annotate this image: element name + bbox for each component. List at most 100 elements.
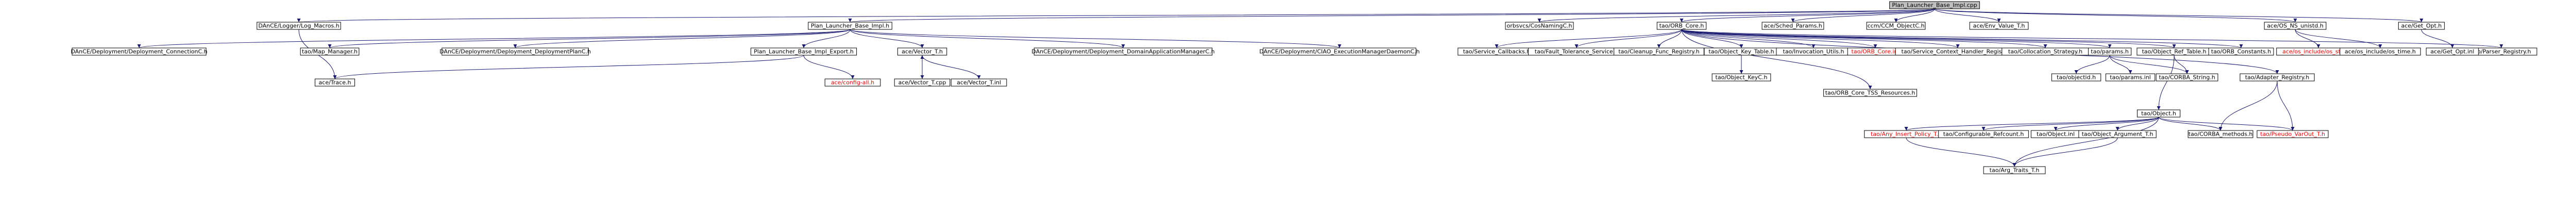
node-ccmobject[interactable]: ccm/CCM_ObjectC.h: [1866, 22, 1926, 30]
node-objecth[interactable]: tao/Object.h: [2137, 109, 2181, 118]
edge-root-to-cosnaming: [1537, 8, 1935, 23]
node-objkeytable[interactable]: tao/Object_Key_Table.h: [1704, 47, 1779, 56]
edge-root-to-schedparams: [1791, 8, 1935, 23]
node-collocation[interactable]: tao/Collocation_Strategy.h: [2002, 47, 2089, 56]
node-box: [750, 47, 857, 56]
node-box: [2340, 47, 2421, 56]
node-vectort[interactable]: ace/Vector_T.h: [897, 47, 947, 56]
node-box: [1263, 47, 1416, 56]
edge-objreftable-to-corbastring: [2174, 55, 2189, 74]
node-box: [2426, 47, 2479, 56]
node-label: tao/CORBA_String.h: [2159, 74, 2215, 81]
node-ciaoexec[interactable]: DAnCE/Deployment/CIAO_ExecutionManagerDa…: [1259, 47, 1420, 56]
node-objectargument[interactable]: tao/Object_Argument_T.h: [2078, 130, 2157, 138]
node-label: ace/Get_Opt.inl: [2431, 48, 2475, 55]
node-cleanupfunc[interactable]: tao/Cleanup_Func_Registry.h: [1614, 47, 1704, 56]
node-osincludetime[interactable]: ace/os_include/os_time.h: [2340, 47, 2421, 56]
edge-orbcore-to-orbconstants: [1681, 29, 2243, 48]
edge-objreftable-to-objecth: [2157, 55, 2175, 110]
node-box: [1711, 73, 1771, 81]
node-label: ace/Vector_T.h: [902, 48, 943, 55]
node-cosnaming[interactable]: orbsvcs/CosNamingC.h: [1505, 22, 1574, 30]
node-envvalue[interactable]: ace/Env_Value_T.h: [1969, 22, 2029, 30]
edge-osnsunistd-to-osincludetime: [2295, 29, 2382, 48]
edge-policyset-to-objectidh: [2074, 55, 2110, 74]
node-box: [1938, 130, 2029, 138]
edge-orbcore-to-orbcoreinl: [1681, 29, 1877, 48]
node-depplanc[interactable]: DAnCE/Deployment/Deployment_DeploymentPl…: [439, 47, 591, 56]
node-adapterreg[interactable]: tao/Adapter_Registry.h: [2240, 73, 2315, 81]
node-policyset[interactable]: tao/params.h: [2088, 47, 2132, 56]
node-getopt[interactable]: ace/Get_Opt.h: [2398, 22, 2445, 30]
node-anyinsert[interactable]: tao/Any_Insert_Policy_T.h: [1864, 130, 1948, 138]
node-objectinl[interactable]: tao/Object.inl: [2030, 130, 2081, 138]
node-vectortinl[interactable]: ace/Vector_T.inl: [951, 78, 1007, 87]
node-label: tao/objectid.h: [2057, 74, 2096, 81]
node-label: ace/Sched_Params.h: [1764, 23, 1822, 29]
node-box: [951, 78, 1007, 87]
node-servicecallbacks[interactable]: tao/Service_Callbacks.h: [1458, 47, 1536, 56]
node-box: [2051, 73, 2102, 81]
node-osnsunistd[interactable]: ace/OS_NS_unistd.h: [2264, 22, 2327, 30]
node-orbcoreinl[interactable]: tao/ORB_Core.inl: [1847, 47, 1904, 56]
node-invocationutils[interactable]: tao/Invocation_Utils.h: [1776, 47, 1851, 56]
node-faulttol[interactable]: tao/Fault_Tolerance_Service.h: [1528, 47, 1625, 56]
node-label: tao/Pseudo_VarOut_T.h: [2260, 131, 2325, 138]
node-label: ccm/CCM_ObjectC.h: [1868, 23, 1925, 29]
node-label: tao/Object_Argument_T.h: [2082, 131, 2154, 138]
node-depdamc[interactable]: DAnCE/Deployment/Deployment_DomainApplic…: [1031, 47, 1215, 56]
edge-plbexport-to-configall: [803, 55, 855, 79]
node-parserreg[interactable]: tao/Parser_Registry.h: [2465, 47, 2537, 56]
node-objectkeyc[interactable]: tao/Object_KeyC.h: [1711, 73, 1771, 81]
node-box: [2105, 73, 2156, 81]
node-logmacros[interactable]: DAnCE/Logger/Log_Macros.h: [257, 22, 341, 30]
node-box: [2137, 109, 2181, 118]
node-plbexport[interactable]: Plan_Launcher_Base_Impl_Export.h: [750, 47, 857, 56]
node-configall[interactable]: ace/config-all.h: [824, 78, 881, 87]
node-box: [1614, 47, 1704, 56]
node-label: tao/params.h: [2091, 48, 2128, 55]
node-label: tao/CORBA_methods.h: [2189, 131, 2253, 138]
node-label: ace/os_include/os_time.h: [2345, 48, 2416, 55]
node-box: [808, 22, 892, 30]
node-label: ace/os_include/os_stdio.h: [2282, 48, 2354, 55]
node-objreftable[interactable]: tao/Object_Ref_Table.h: [2137, 47, 2212, 56]
node-tracehh[interactable]: ace/Trace.h: [314, 78, 355, 87]
node-argtraits[interactable]: tao/Arg_Traits_T.h: [1983, 166, 2046, 174]
node-configrefcount[interactable]: tao/Configurable_Refcount.h: [1938, 130, 2029, 138]
node-label: ace/Vector_T.inl: [957, 79, 1001, 86]
node-plbimplh[interactable]: Plan_Launcher_Base_Impl.h: [808, 22, 892, 30]
node-box: [2257, 130, 2329, 138]
node-box: [2088, 47, 2132, 56]
node-vectortcpp[interactable]: ace/Vector_T.cpp: [894, 78, 951, 87]
node-servicectx[interactable]: tao/Service_Context_Handler_Registry.h: [1895, 47, 2021, 56]
node-osinclude[interactable]: ace/os_include/os_stdio.h: [2276, 47, 2361, 56]
node-label: Plan_Launcher_Base_Impl.cpp: [1892, 2, 1977, 9]
node-box: [1969, 22, 2029, 30]
node-label: tao/Collocation_Strategy.h: [2008, 48, 2082, 55]
edge-anyinsert-to-argtraits: [1906, 137, 2016, 167]
node-label: tao/ORB_Constants.h: [2211, 48, 2272, 55]
node-pseudovarout[interactable]: tao/Pseudo_VarOut_T.h: [2257, 130, 2329, 138]
node-mapmanager[interactable]: tao/Map_Manager.h: [300, 47, 360, 56]
edge-policyset-to-paramsinl: [2109, 55, 2132, 74]
node-label: tao/params.inl: [2110, 74, 2151, 81]
node-orbcoretss[interactable]: tao/ORB_Core_TSS_Resources.h: [1823, 89, 1917, 97]
edge-adapterreg-to-pseudovarout: [2277, 80, 2295, 131]
node-orbconstants[interactable]: tao/ORB_Constants.h: [2208, 47, 2274, 56]
node-corbastring[interactable]: tao/CORBA_String.h: [2156, 73, 2218, 81]
node-paramsinl[interactable]: tao/params.inl: [2105, 73, 2156, 81]
edge-root-to-orbcore: [1680, 8, 1935, 23]
edge-osnsunistd-to-osinclude: [2295, 29, 2320, 48]
node-corbamethods[interactable]: tao/CORBA_methods.h: [2188, 130, 2253, 138]
node-label: tao/Arg_Traits_T.h: [1990, 167, 2040, 174]
node-objectidh[interactable]: tao/objectid.h: [2051, 73, 2102, 81]
node-orbcore[interactable]: tao/ORB_Core.h: [1656, 22, 1707, 30]
node-box: [1866, 22, 1926, 30]
node-label: ace/OS_NS_unistd.h: [2267, 23, 2324, 29]
edge-objecth-to-configrefcount: [1981, 117, 2159, 131]
node-label: DAnCE/Deployment/Deployment_DeploymentPl…: [439, 48, 591, 55]
node-schedparams[interactable]: ace/Sched_Params.h: [1761, 22, 1824, 30]
node-getoptinl[interactable]: ace/Get_Opt.inl: [2426, 47, 2479, 56]
node-depconnc[interactable]: DAnCE/Deployment/Deployment_ConnectionC.…: [71, 47, 208, 56]
